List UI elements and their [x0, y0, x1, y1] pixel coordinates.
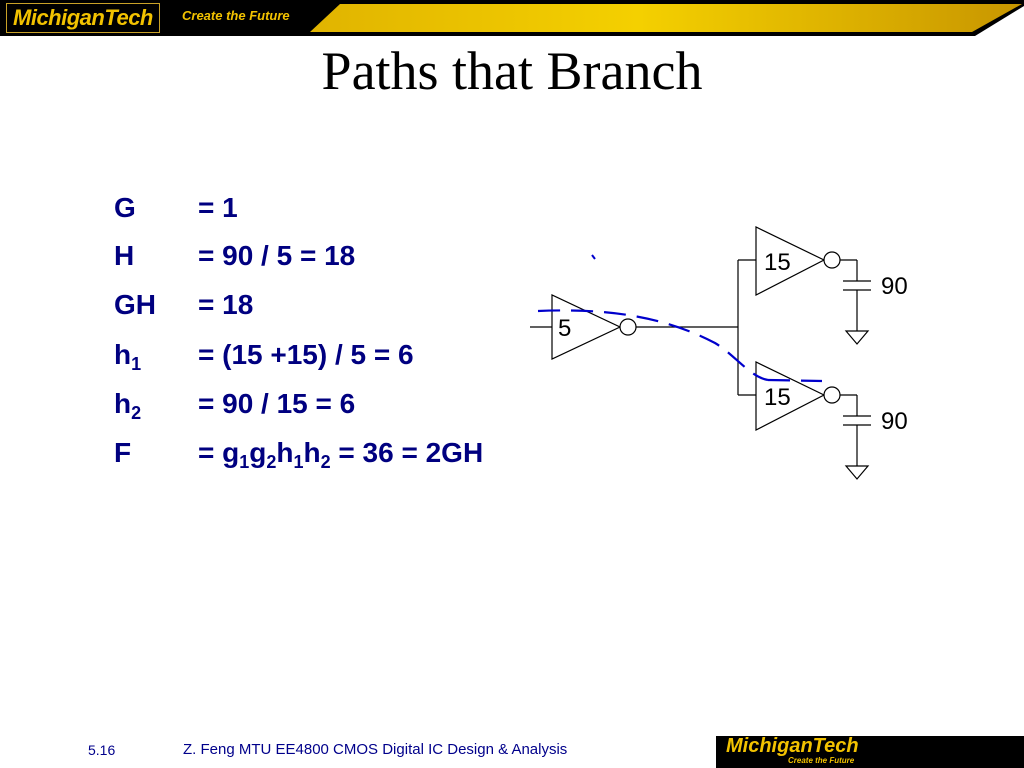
- page-number: 5.16: [88, 742, 116, 758]
- branch-path-tail: [767, 378, 823, 383]
- equation-value: = g1g2h1h2 = 36 = 2GH: [198, 437, 484, 472]
- stray-mark: [591, 254, 596, 260]
- footer-logo: MichiganTech Create the Future: [716, 735, 1024, 768]
- upper-inverter: [755, 226, 826, 296]
- equation-name: G: [114, 192, 136, 223]
- upper-inverter-size: 15: [764, 249, 791, 276]
- input-inverter-bubble: [619, 318, 637, 336]
- footer-course-info: Z. Feng MTU EE4800 CMOS Digital IC Desig…: [183, 741, 568, 758]
- footer-logo-tagline: Create the Future: [788, 756, 855, 765]
- header-banner: MichiganTech Create the Future: [0, 0, 1024, 38]
- equation-value: = 18: [198, 289, 254, 320]
- equation-name: F: [114, 437, 132, 468]
- equation-name: GH: [114, 289, 156, 320]
- lower-ground-icon: [844, 465, 870, 480]
- equation-name: h1: [114, 339, 142, 374]
- slide-title: Paths that Branch: [321, 41, 703, 101]
- branching-circuit: 5 15 15 90 90: [530, 226, 908, 480]
- equation-value: = 90 / 15 = 6: [198, 388, 356, 419]
- equation-value: = (15 +15) / 5 = 6: [198, 339, 414, 370]
- input-inverter-size: 5: [558, 315, 571, 342]
- lower-inverter-size: 15: [764, 384, 791, 411]
- michigantech-logo: MichiganTech: [6, 3, 160, 33]
- banner-gold-band: [170, 4, 1022, 32]
- banner-background: [0, 0, 1024, 36]
- equation-value: = 90 / 5 = 18: [198, 240, 356, 271]
- tagline: Create the Future: [182, 8, 290, 23]
- logo-text: MichiganTech: [13, 5, 153, 30]
- equation-name: h2: [114, 388, 142, 423]
- equation-name: H: [114, 240, 135, 271]
- lower-inverter-bubble: [823, 386, 841, 404]
- upper-load-cap: 90: [881, 273, 908, 300]
- banner-tagline-backdrop: [170, 4, 340, 32]
- upper-inverter-bubble: [823, 251, 841, 269]
- upper-ground-icon: [844, 330, 870, 345]
- lower-load-cap: 90: [881, 408, 908, 435]
- footer-logo-text: MichiganTech: [726, 735, 859, 757]
- equation-value: = 1: [198, 192, 238, 223]
- branch-path-dashed: [537, 309, 769, 382]
